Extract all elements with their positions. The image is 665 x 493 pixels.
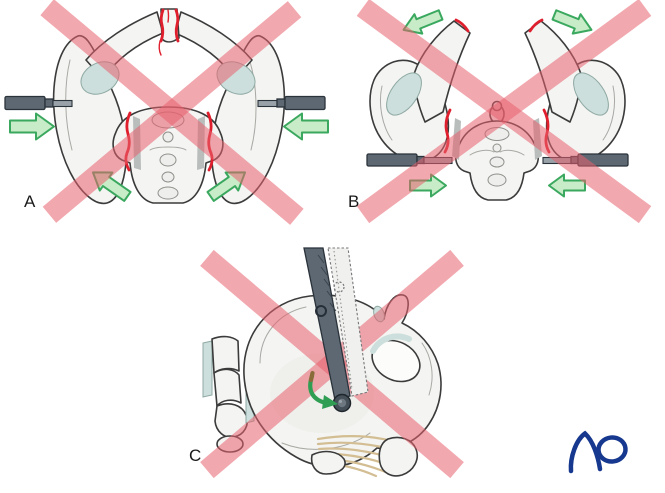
external-rotation-arrow-left-icon	[402, 9, 444, 35]
panel-a-label: A	[24, 192, 36, 211]
compression-arrow-left-icon	[9, 112, 55, 141]
reduction-clamp-right	[257, 95, 326, 111]
panel-a-illustration	[4, 0, 329, 225]
posterior-arrow-right-icon	[206, 171, 247, 202]
compression-arrow-right-icon	[283, 112, 329, 141]
ao-logo-letter-a	[568, 430, 603, 474]
panel-c-illustration	[200, 247, 464, 479]
instrument-ghost-position	[327, 247, 369, 397]
reduction-clamp-left	[4, 95, 73, 111]
compression-arrow-right-icon	[548, 173, 586, 198]
rotation-arrow-icon	[308, 370, 338, 409]
ao-logo-letter-o	[596, 435, 628, 464]
ball-spike-pusher-instrument	[303, 247, 352, 413]
acetabulum-cartilage-right	[573, 72, 609, 116]
acetabulum-cartilage-left	[386, 72, 422, 116]
prohibition-cross-a-icon	[40, 0, 304, 225]
ao-logo	[568, 430, 628, 474]
external-rotation-arrow-right-icon	[551, 9, 593, 35]
panel-c-label: C	[189, 446, 202, 465]
panel-b-label: B	[348, 192, 360, 211]
prohibition-cross-b-icon	[356, 0, 652, 224]
panel-b-illustration	[356, 0, 652, 224]
